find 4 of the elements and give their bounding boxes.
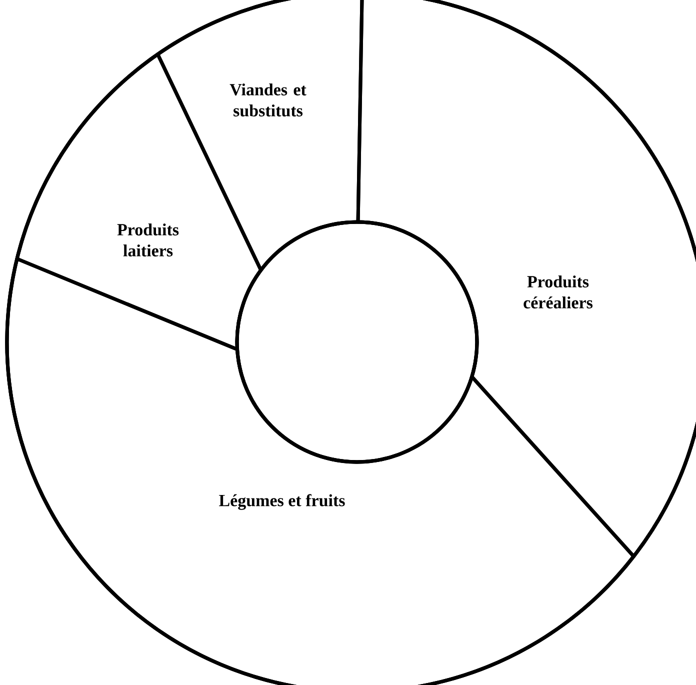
segment-label: Produits céréaliers	[524, 276, 593, 308]
segment-label: Légumes et fruits	[219, 494, 345, 510]
segment-label: Produits laitiers	[117, 224, 179, 256]
segment-label: Viandes et substituts	[230, 84, 306, 116]
